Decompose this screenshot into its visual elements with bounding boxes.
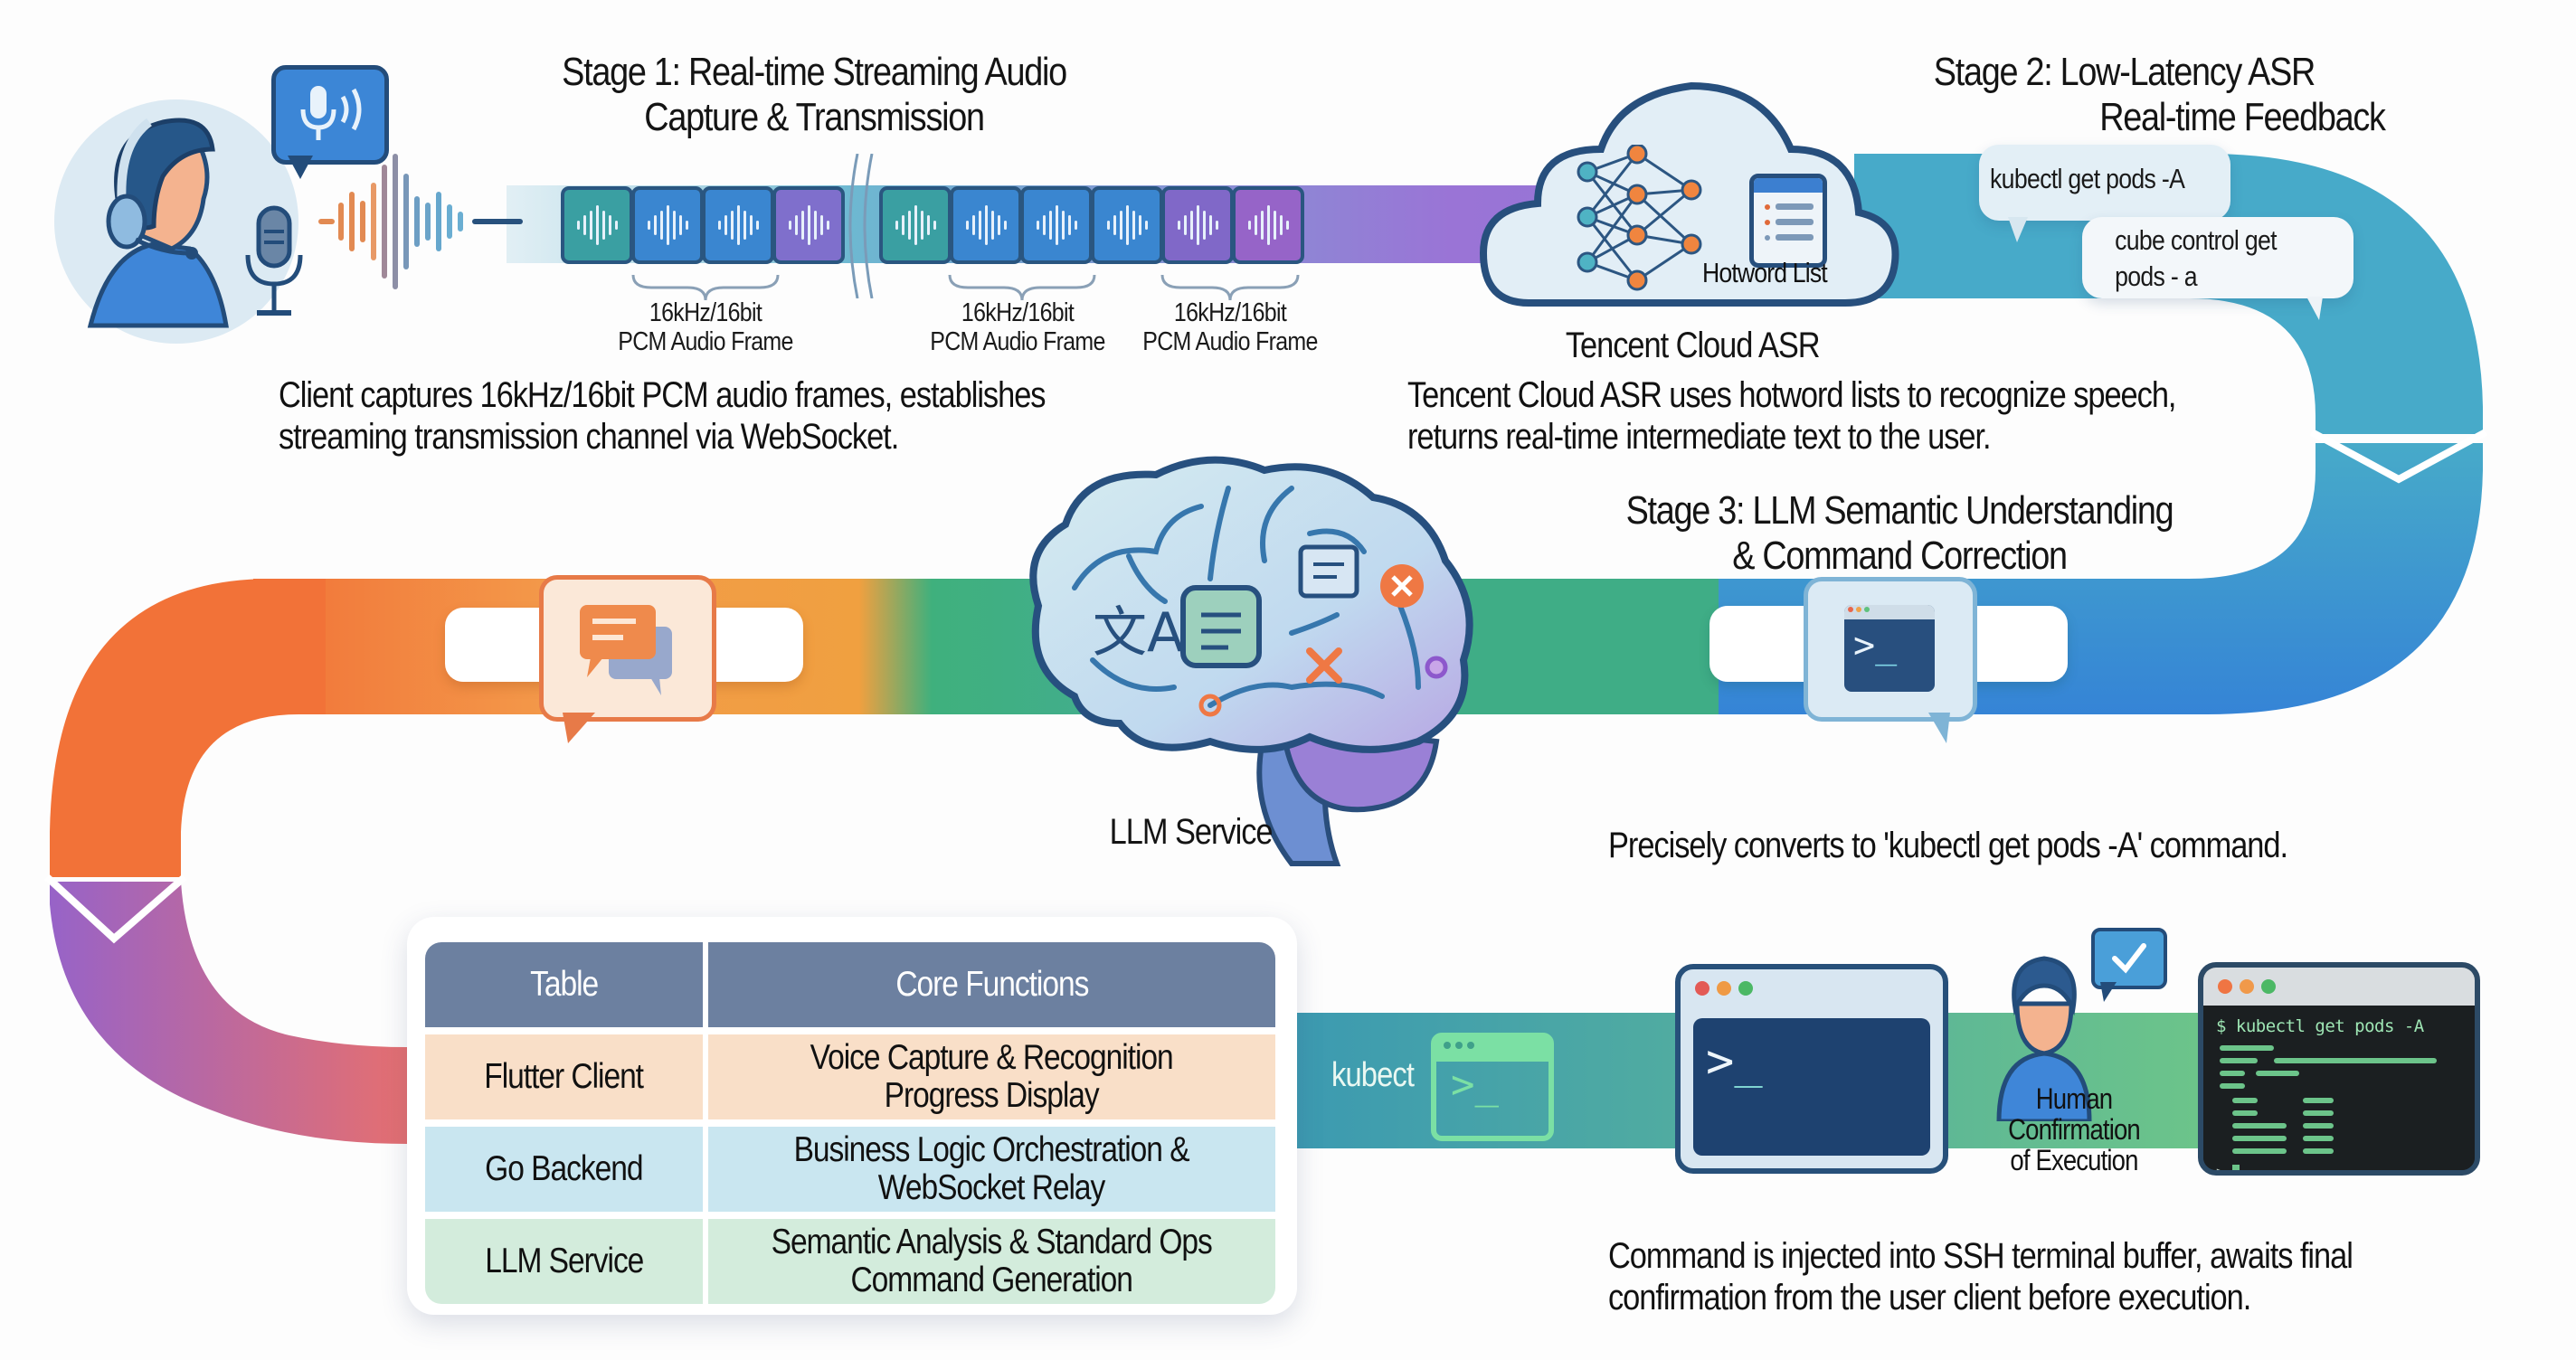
microphone-icon: [242, 204, 306, 326]
voice-bubble-icon: [271, 65, 389, 165]
table-row: Go Backend Business Logic Orchestration …: [425, 1127, 1275, 1212]
list-icon: [1749, 174, 1827, 268]
asr-raw-bubble-tail: [2306, 297, 2323, 320]
stage1-description: Client captures 16kHz/16bit PCM audio fr…: [279, 375, 1046, 457]
audio-frame-block: [561, 186, 633, 264]
audio-frame-block: [772, 186, 845, 264]
audio-frame-block: [1232, 186, 1304, 264]
hotword-label: Hotword List: [1702, 257, 1828, 288]
table-header-functions: Core Functions: [708, 942, 1275, 1027]
break-symbol: [848, 154, 874, 298]
terminal-mini-icon: >_: [1431, 1033, 1554, 1141]
audio-frame-block: [631, 186, 704, 264]
executed-terminal-window: $ kubectl get pods -A >: [2198, 962, 2480, 1176]
chat-callout-tail: [563, 713, 595, 743]
terminal-callout-tail: [1928, 713, 1950, 743]
audio-frame-block: [879, 186, 952, 264]
path-band-left-curve: [50, 579, 326, 877]
ssh-terminal-window: >_: [1675, 964, 1948, 1174]
table-row: LLM Service Semantic Analysis & Standard…: [425, 1219, 1275, 1304]
audio-frame-strip: [561, 186, 1304, 264]
partial-command-text: kubect: [1331, 1056, 1415, 1094]
stage2-description: Tencent Cloud ASR uses hotword lists to …: [1407, 375, 2176, 457]
check-bubble-tail: [2100, 982, 2117, 1002]
terminal-cursor: [2232, 1165, 2240, 1170]
user-headset-icon: [87, 118, 229, 328]
table-row: Flutter Client Voice Capture & Recogniti…: [425, 1034, 1275, 1119]
voice-bubble-tail: [288, 156, 313, 179]
cloud-asr-label: Tencent Cloud ASR: [1565, 326, 1821, 365]
svg-text:文A: 文A: [1093, 601, 1184, 665]
component-table-card: Table Core Functions Flutter Client Voic…: [407, 917, 1297, 1315]
chat-icon: [539, 575, 716, 722]
audio-frame-block: [1091, 186, 1163, 264]
component-table: Table Core Functions Flutter Client Voic…: [425, 935, 1275, 1311]
table-header-component: Table: [425, 942, 708, 1027]
check-icon: [2091, 928, 2167, 989]
human-confirm-figure: [1990, 940, 2098, 1126]
stage3-description: Precisely converts to 'kubectl get pods …: [1608, 826, 2288, 865]
neural-network-icon: [1577, 145, 1702, 291]
terminal-prompt: >: [2216, 1163, 2226, 1176]
frame-braces: [631, 274, 1300, 301]
audio-frame-block: [950, 186, 1022, 264]
audio-frame-block: [1161, 186, 1234, 264]
asr-result-bubble-tail: [2008, 217, 2028, 242]
stage3-title: Stage 3: LLM Semantic Understanding& Com…: [1625, 488, 2174, 578]
audio-frame-block: [1020, 186, 1093, 264]
audio-frame-block: [702, 186, 774, 264]
terminal-icon: >_: [1804, 577, 1977, 722]
user-icon: [1996, 956, 2092, 1124]
llm-service-label: LLM Service: [1109, 812, 1274, 852]
terminal-command-text: $ kubectl get pods -A: [2216, 1016, 2424, 1036]
asr-result-bubble: kubectl get pods -A: [1979, 145, 2230, 221]
stage4-description: Command is injected into SSH terminal bu…: [1608, 1236, 2353, 1318]
waveform-icon: [318, 154, 523, 289]
brain-icon: 文A: [1029, 456, 1473, 866]
